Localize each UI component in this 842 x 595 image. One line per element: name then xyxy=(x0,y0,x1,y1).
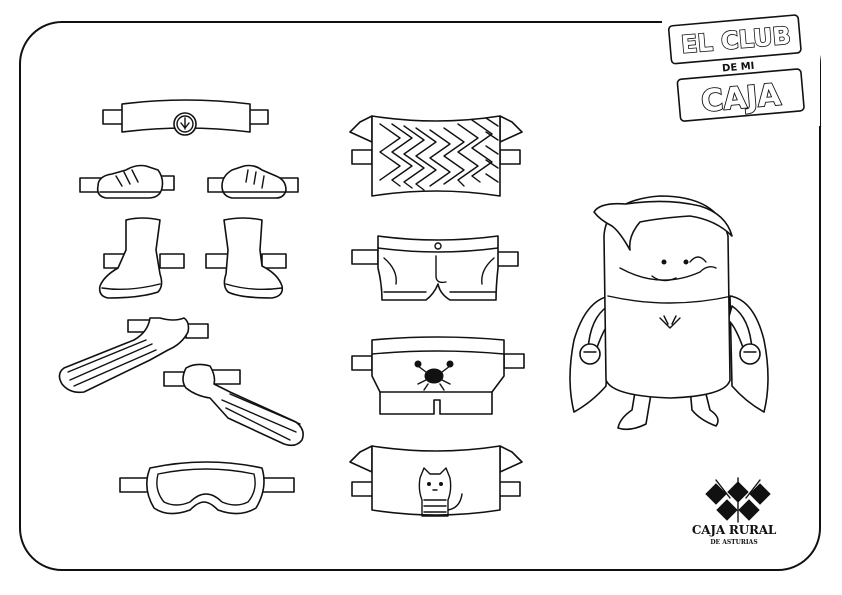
cutout-flipper-right xyxy=(163,363,304,447)
cutout-striped-shirt xyxy=(349,115,523,197)
cutout-cat-shirt xyxy=(349,445,523,517)
cutout-denim-shorts xyxy=(351,235,519,301)
brand-subtitle: DE ASTURIAS xyxy=(710,539,758,546)
cutout-goggles xyxy=(119,461,295,515)
page-border xyxy=(19,21,821,571)
cutout-shoe-left xyxy=(79,164,175,199)
cutout-boot-left xyxy=(98,217,185,299)
club-logo-line3: CAJA xyxy=(700,78,783,120)
cat-icon xyxy=(418,467,463,517)
mascot-character xyxy=(569,195,769,431)
club-logo: EL CLUB DE MI CAJA xyxy=(662,8,820,126)
cutout-belt xyxy=(102,99,269,136)
club-logo-line2: DE MI xyxy=(722,61,755,75)
brand-name: CAJA RURAL xyxy=(691,523,777,537)
belt-buckle-icon xyxy=(173,112,197,136)
crab-icon xyxy=(414,360,454,391)
cutout-flipper-left xyxy=(58,317,209,394)
cutout-shoe-right xyxy=(207,164,299,199)
wheat-logo-icon xyxy=(705,477,771,523)
cutout-crab-shorts xyxy=(351,336,525,415)
cutout-boot-right xyxy=(205,217,287,299)
